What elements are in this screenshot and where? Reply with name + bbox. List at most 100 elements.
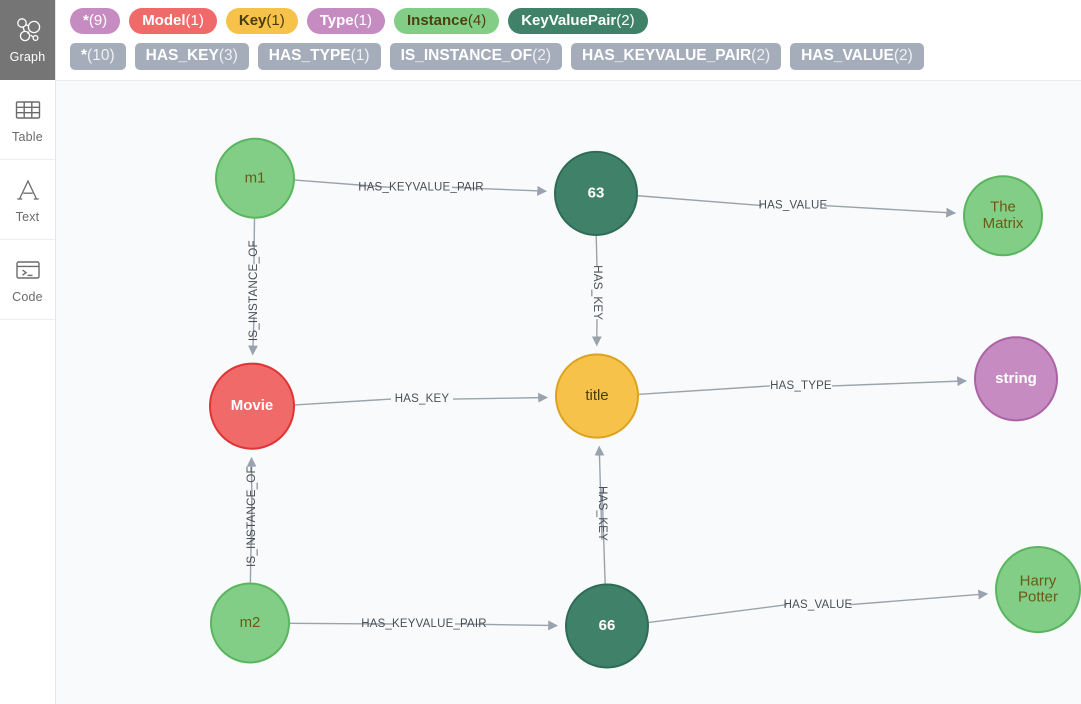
- node-label-chip[interactable]: Instance(4): [394, 8, 500, 34]
- sidebar-item-table[interactable]: Table: [0, 80, 55, 160]
- chip-label: IS_INSTANCE_OF: [400, 47, 533, 64]
- edge-label: HAS_TYPE: [770, 380, 832, 392]
- node-label-chip[interactable]: Type(1): [306, 8, 385, 34]
- chip-label: *: [83, 11, 89, 29]
- chip-count: (2): [893, 47, 913, 64]
- relationship-chip[interactable]: HAS_KEYVALUE_PAIR(2): [571, 43, 782, 70]
- chip-label: HAS_VALUE: [801, 47, 894, 64]
- graph-visualization[interactable]: HAS_KEYVALUE_PAIR HAS_VALUE IS_INSTANCE_OF…: [56, 81, 1081, 704]
- sidebar-item-code[interactable]: Code: [0, 240, 55, 320]
- chip-label: KeyValuePair: [521, 11, 617, 29]
- edge-label: HAS_VALUE: [759, 200, 828, 212]
- text-icon: [13, 175, 43, 205]
- graph-icon: [13, 15, 43, 45]
- chip-count: (2): [532, 47, 552, 64]
- graph-edge[interactable]: HAS_KEYVALUE_PAIR: [289, 618, 558, 631]
- chip-count: (3): [218, 47, 238, 64]
- sidebar-item-text-label: Text: [15, 210, 40, 225]
- chip-count: (1): [185, 11, 204, 29]
- graph-node[interactable]: Movie: [209, 362, 295, 450]
- node-circle[interactable]: [974, 336, 1058, 422]
- graph-edge[interactable]: HAS_KEY: [591, 235, 603, 347]
- graph-edge[interactable]: IS_INSTANCE_OF: [248, 218, 260, 356]
- node-circle[interactable]: [215, 137, 295, 219]
- node-circle[interactable]: [210, 582, 290, 664]
- chip-count: (1): [266, 11, 285, 29]
- chip-count: (1): [353, 11, 372, 29]
- graph-edge[interactable]: HAS_TYPE: [638, 376, 968, 396]
- node-circle[interactable]: [554, 150, 638, 236]
- node-label-chip[interactable]: KeyValuePair(2): [508, 8, 648, 34]
- node-label-chip-row: *(9)Model(1)Key(1)Type(1)Instance(4)KeyV…: [70, 8, 1081, 34]
- chip-count: (2): [751, 47, 771, 64]
- chip-label: *: [81, 47, 88, 64]
- sidebar-item-graph[interactable]: Graph: [0, 0, 55, 80]
- node-label-chip[interactable]: Model(1): [129, 8, 217, 34]
- chip-count: (4): [467, 11, 487, 29]
- sidebar-item-code-label: Code: [12, 290, 43, 305]
- chip-label: HAS_KEYVALUE_PAIR: [582, 47, 752, 64]
- edge-line-segment: [248, 317, 258, 356]
- edge-line-segment: [289, 622, 394, 625]
- main-panel: *(9)Model(1)Key(1)Type(1)Instance(4)KeyV…: [56, 0, 1081, 704]
- graph-edge[interactable]: HAS_VALUE: [637, 195, 957, 218]
- graph-node[interactable]: m2: [210, 582, 290, 664]
- edge-label: HAS_KEYVALUE_PAIR: [358, 181, 484, 193]
- graph-edge[interactable]: HAS_KEYVALUE_PAIR: [294, 179, 548, 196]
- sidebar-item-graph-label: Graph: [9, 50, 46, 65]
- edge-line-segment: [452, 392, 549, 403]
- graph-edge[interactable]: HAS_KEY: [594, 445, 608, 584]
- node-circle[interactable]: [963, 175, 1043, 257]
- node-circle[interactable]: [565, 583, 649, 669]
- edge-line-segment: [595, 235, 598, 267]
- chip-count: (1): [350, 47, 370, 64]
- relationship-chip[interactable]: HAS_KEY(3): [134, 43, 249, 70]
- node-circle[interactable]: [209, 362, 295, 450]
- relationship-chip-row: *(10) HAS_KEY(3) HAS_TYPE(1) IS_INSTANCE_OF…: [70, 43, 1081, 70]
- graph-node[interactable]: 63: [554, 150, 638, 236]
- relationship-chip[interactable]: *(10): [70, 43, 126, 70]
- table-icon: [13, 95, 43, 125]
- relationship-chip[interactable]: HAS_VALUE(2): [790, 43, 924, 70]
- node-circle[interactable]: [995, 545, 1081, 634]
- chip-label: HAS_TYPE: [268, 47, 351, 64]
- edge-line-segment: [451, 185, 548, 196]
- sidebar-item-text[interactable]: Text: [0, 160, 55, 240]
- node-circle[interactable]: [555, 353, 639, 439]
- edge-label: HAS_VALUE: [784, 599, 853, 611]
- sidebar-spacer: [0, 320, 55, 704]
- graph-node[interactable]: string: [974, 336, 1058, 422]
- edge-line-segment: [454, 620, 558, 631]
- edge-label: HAS_KEY: [591, 265, 603, 320]
- edge-label: HAS_KEYVALUE_PAIR: [361, 618, 487, 630]
- node-label-chip[interactable]: *(9): [70, 8, 121, 34]
- graph-edge[interactable]: HAS_KEY: [294, 392, 549, 406]
- graph-node[interactable]: m1: [215, 137, 295, 219]
- view-mode-sidebar: Graph Table: [0, 0, 56, 704]
- graph-node[interactable]: 66: [565, 583, 649, 669]
- edge-line-segment: [637, 195, 763, 207]
- graph-canvas[interactable]: HAS_KEYVALUE_PAIR HAS_VALUE IS_INSTANCE_OF…: [56, 80, 1081, 704]
- edge-label: IS_INSTANCE_OF: [248, 240, 260, 341]
- relationship-chip[interactable]: HAS_TYPE(1): [257, 43, 381, 70]
- graph-edge[interactable]: HAS_VALUE: [648, 589, 989, 624]
- graph-edge[interactable]: IS_INSTANCE_OF: [246, 456, 258, 583]
- chip-count: (9): [88, 11, 108, 29]
- edge-line-segment: [601, 487, 606, 584]
- relationship-chip[interactable]: IS_INSTANCE_OF(2): [389, 43, 563, 70]
- edge-line-segment: [823, 204, 957, 218]
- code-icon: [13, 255, 43, 285]
- chip-label: Model: [142, 11, 186, 29]
- edge-label: IS_INSTANCE_OF: [246, 466, 258, 567]
- chip-label: Type: [319, 11, 354, 29]
- chip-label: Instance: [407, 11, 468, 29]
- graph-node[interactable]: title: [555, 353, 639, 439]
- edge-label: HAS_KEY: [596, 486, 608, 541]
- legend-area: *(9)Model(1)Key(1)Type(1)Instance(4)KeyV…: [56, 0, 1081, 80]
- chip-count: (10): [87, 47, 115, 64]
- edge-line-segment: [294, 398, 392, 406]
- node-label-chip[interactable]: Key(1): [225, 8, 298, 34]
